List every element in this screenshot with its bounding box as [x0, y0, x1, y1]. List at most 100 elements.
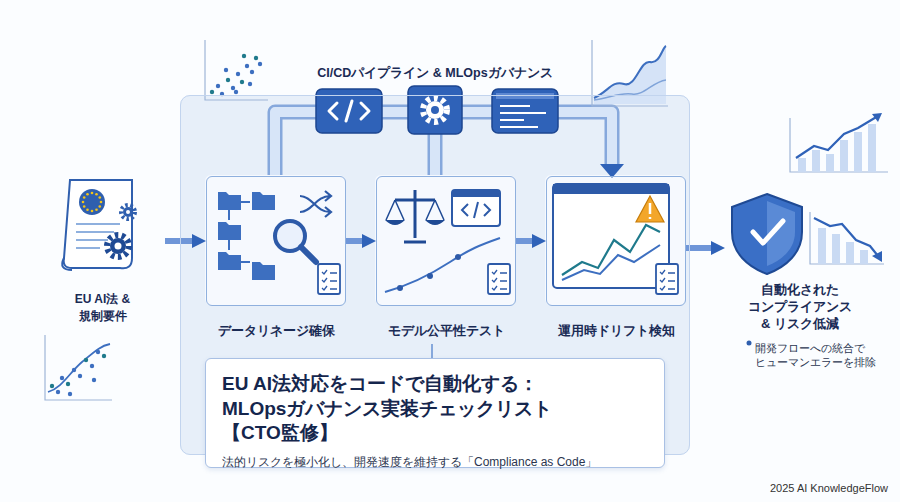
flow-arrow	[165, 238, 192, 244]
title: EU AI法対応をコードで自動化する： MLOpsガバナンス実装チェックリスト【…	[222, 372, 648, 446]
scatter-chart	[45, 335, 112, 400]
down-trend-chart	[846, 242, 854, 264]
lineage-icon	[218, 191, 331, 280]
lineage-icon	[252, 262, 275, 280]
bar-chart	[790, 118, 888, 172]
down-trend-chart	[872, 251, 882, 262]
down-trend-chart	[860, 250, 868, 264]
scatter-chart	[248, 82, 252, 86]
scatter-chart	[96, 350, 100, 354]
stage-label: データリネージ確保	[207, 323, 345, 340]
fairness-icon	[427, 273, 433, 279]
document-icon	[64, 180, 132, 268]
down-trend-chart	[818, 228, 826, 264]
scatter-chart	[216, 84, 220, 88]
shield-icon	[732, 194, 802, 274]
panel-fill	[545, 175, 685, 305]
lineage-icon	[218, 192, 241, 210]
document-icon	[79, 189, 105, 215]
checklist-icon	[322, 270, 337, 290]
drift-monitor-icon	[553, 184, 669, 288]
down-trend-chart	[810, 212, 884, 264]
panel-heading: CI/CDパイプライン & MLOpsガバナンス	[181, 65, 689, 82]
line-chart	[592, 40, 668, 106]
scatter-chart	[226, 78, 230, 82]
fairness-icon	[455, 254, 461, 260]
checklist-icon	[488, 264, 510, 294]
drift-monitor-icon	[562, 225, 660, 275]
document-icon	[83, 196, 86, 199]
panel-fill	[375, 175, 515, 305]
checklist-icon	[660, 270, 675, 290]
document-icon	[95, 208, 98, 211]
scatter-chart	[245, 64, 249, 68]
stage-box: 運用時ドリフト検知	[546, 176, 686, 306]
bar-chart	[872, 113, 882, 122]
scatter-chart	[45, 335, 112, 400]
stage-label: モデル公平性テスト	[377, 323, 515, 340]
line-chart	[592, 40, 668, 106]
terminal-icon	[500, 106, 546, 127]
scatter-chart	[224, 68, 228, 72]
scatter-chart	[240, 80, 244, 84]
document-icon	[123, 207, 133, 217]
document-icon	[95, 193, 98, 196]
scatter-chart	[254, 56, 258, 60]
line-chart	[594, 80, 666, 100]
shield-icon	[753, 221, 783, 243]
lineage-icon	[218, 192, 275, 280]
down-trend-chart	[810, 212, 884, 264]
fairness-icon	[395, 190, 435, 242]
checklist-icon	[656, 264, 678, 294]
outcome-note: 開発フローへの統合で ヒューマンエラーを排除	[755, 341, 883, 369]
gear-icon	[423, 98, 447, 122]
scatter-chart	[210, 90, 214, 94]
bar-chart	[840, 140, 848, 172]
code-icon	[329, 101, 369, 121]
shield-icon	[732, 194, 802, 274]
fairness-icon	[452, 190, 500, 197]
lineage-icon	[252, 192, 275, 210]
drift-monitor-icon	[562, 245, 660, 280]
stage-box: モデル公平性テスト	[376, 176, 516, 306]
scatter-chart	[66, 382, 70, 386]
scatter-chart	[78, 374, 82, 378]
document-icon	[91, 210, 94, 213]
bar-chart	[812, 150, 820, 172]
document-icon	[121, 205, 135, 219]
scatter-chart	[205, 40, 268, 100]
drift-monitor-icon	[553, 184, 669, 194]
scatter-chart	[102, 354, 106, 358]
lineage-icon	[300, 191, 331, 217]
line-chart	[594, 46, 666, 98]
caption: 法的リスクを極小化し、開発速度を維持する「Compliance as Code」	[222, 454, 648, 471]
document-icon	[62, 258, 72, 270]
fairness-icon	[385, 238, 500, 292]
watermark: 2025 AI KnowledgeFlow	[770, 482, 888, 494]
down-trend-chart	[814, 218, 878, 256]
document-icon	[91, 192, 94, 195]
stage-label: 運用時ドリフト検知	[547, 323, 685, 340]
outcome-shield: 自動化された コンプライアンス & リスク低減開発フローへの統合で ヒューマンエ…	[725, 190, 895, 370]
lineage-icon	[218, 222, 241, 240]
gear-icon	[408, 86, 462, 134]
stage-box: データリネージ確保	[206, 176, 346, 306]
document-icon	[115, 243, 122, 250]
regulation-document: EU AI法 & 規制要件	[40, 175, 165, 325]
scatter-chart	[56, 390, 60, 394]
document-icon	[100, 201, 103, 204]
document-icon	[82, 201, 85, 204]
flow-arrow	[516, 238, 532, 244]
scatter-chart	[250, 70, 254, 74]
document-icon	[82, 192, 103, 213]
document-icon	[110, 238, 126, 254]
drift-monitor-icon	[649, 203, 652, 219]
panel-fill	[205, 175, 345, 305]
gear-icon	[426, 101, 444, 119]
checklist-icon	[318, 264, 678, 294]
document-icon	[98, 196, 101, 199]
checklist-icon	[318, 264, 340, 294]
fairness-icon	[397, 285, 403, 291]
fairness-icon	[385, 220, 445, 225]
